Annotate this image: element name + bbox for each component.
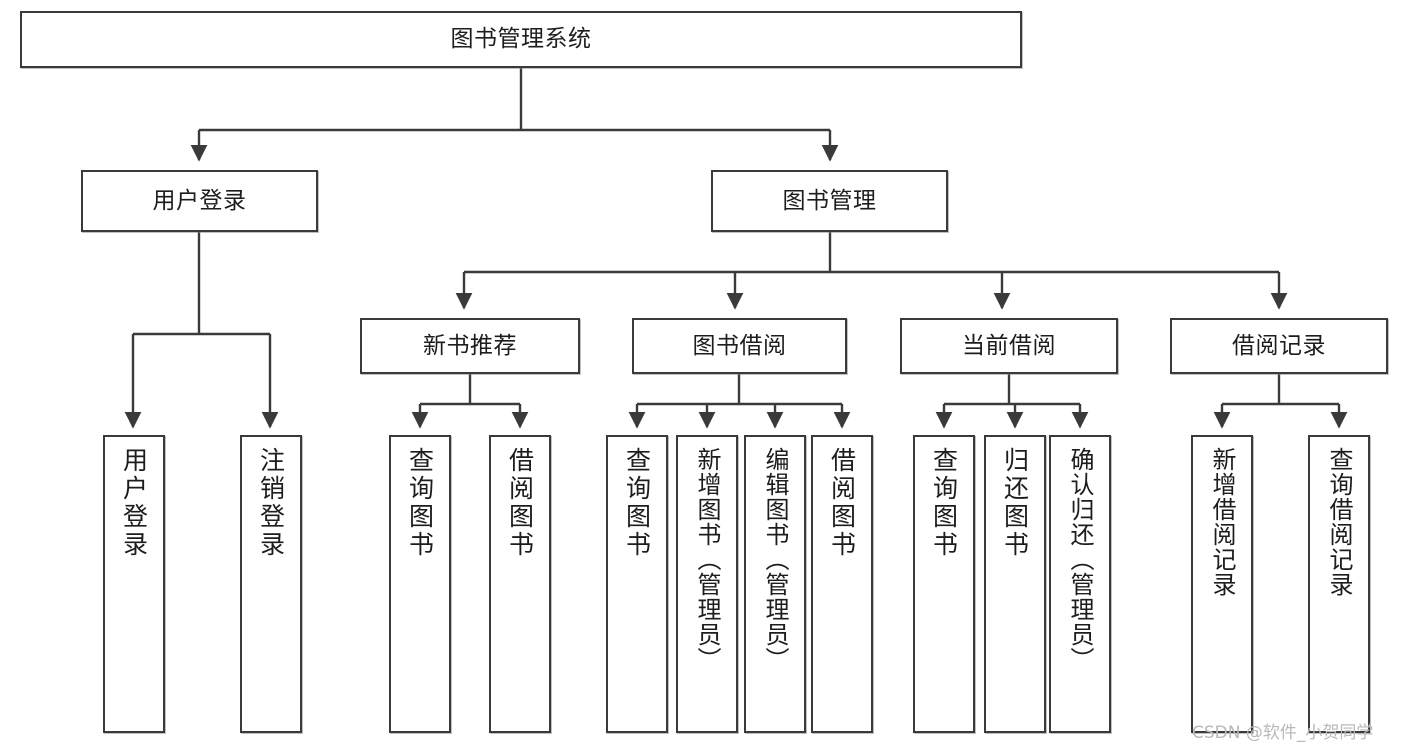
- node-label: 用户登录: [119, 447, 149, 559]
- leaf-return-book[interactable]: 归还图书: [984, 435, 1046, 733]
- node-label: 图书管理: [782, 187, 877, 214]
- node-label: 借阅图书: [505, 447, 535, 559]
- node-label: 编辑图书（管理员）: [761, 447, 789, 672]
- leaf-query-book-borrow[interactable]: 查询图书: [606, 435, 668, 733]
- node-label: 查询图书: [622, 447, 652, 559]
- node-label: 查询图书: [929, 447, 959, 559]
- node-label: 图书管理系统: [450, 26, 592, 53]
- leaf-query-book-current[interactable]: 查询图书: [913, 435, 975, 733]
- node-user-login[interactable]: 用户登录: [81, 170, 318, 232]
- node-new-book-recommend[interactable]: 新书推荐: [360, 318, 580, 374]
- node-label: 新书推荐: [423, 332, 517, 359]
- leaf-add-borrow-record[interactable]: 新增借阅记录: [1191, 435, 1253, 733]
- node-label: 用户登录: [152, 187, 247, 214]
- node-label: 当前借阅: [962, 332, 1056, 359]
- node-label: 图书借阅: [692, 332, 787, 359]
- node-book-borrow[interactable]: 图书借阅: [632, 318, 847, 374]
- node-label: 确认归还（管理员）: [1066, 447, 1094, 672]
- leaf-user-login[interactable]: 用户登录: [103, 435, 165, 733]
- node-label: 查询借阅记录: [1325, 447, 1353, 597]
- node-current-borrow[interactable]: 当前借阅: [900, 318, 1118, 374]
- node-label: 归还图书: [1000, 447, 1030, 559]
- leaf-logout-login[interactable]: 注销登录: [240, 435, 302, 733]
- leaf-edit-book[interactable]: 编辑图书（管理员）: [744, 435, 806, 733]
- leaf-query-book-recommend[interactable]: 查询图书: [389, 435, 451, 733]
- leaf-confirm-return[interactable]: 确认归还（管理员）: [1049, 435, 1111, 733]
- node-book-management[interactable]: 图书管理: [711, 170, 948, 232]
- node-label: 新增图书（管理员）: [693, 447, 721, 672]
- node-label: 借阅图书: [827, 447, 857, 559]
- node-borrow-record[interactable]: 借阅记录: [1170, 318, 1388, 374]
- csdn-watermark: CSDN @软件_小贺同学: [1192, 723, 1374, 743]
- node-label: 借阅记录: [1232, 332, 1326, 359]
- leaf-query-borrow-record[interactable]: 查询借阅记录: [1308, 435, 1370, 733]
- node-label: 查询图书: [405, 447, 435, 559]
- node-label: 注销登录: [256, 447, 286, 559]
- node-label: 新增借阅记录: [1208, 447, 1236, 597]
- node-root-system[interactable]: 图书管理系统: [20, 11, 1022, 68]
- leaf-borrow-book-recommend[interactable]: 借阅图书: [489, 435, 551, 733]
- leaf-add-book[interactable]: 新增图书（管理员）: [676, 435, 738, 733]
- leaf-borrow-book[interactable]: 借阅图书: [811, 435, 873, 733]
